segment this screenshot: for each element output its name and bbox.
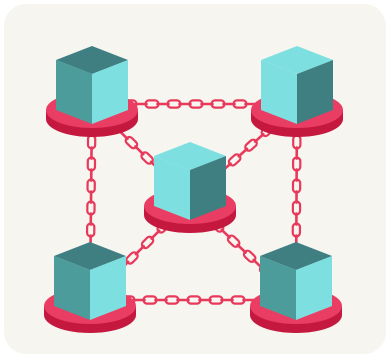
node-top-right: [251, 46, 343, 137]
chain-links: [85, 99, 302, 305]
cube-right: [92, 60, 128, 124]
link-top: [122, 99, 258, 109]
cube-left: [54, 256, 90, 320]
cube-left: [56, 60, 92, 124]
cube-right: [190, 156, 226, 220]
cube-left: [261, 60, 297, 124]
link-right: [291, 134, 302, 260]
cube-right: [90, 256, 126, 320]
cube-right: [296, 256, 332, 320]
node-top-left: [46, 46, 138, 137]
cube-right: [297, 60, 333, 124]
nodes: [44, 46, 343, 333]
node-bottom-right: [250, 242, 342, 333]
cube-left: [260, 256, 296, 320]
cube-left: [154, 156, 190, 220]
node-center: [144, 142, 236, 233]
node-bottom-left: [44, 242, 136, 333]
